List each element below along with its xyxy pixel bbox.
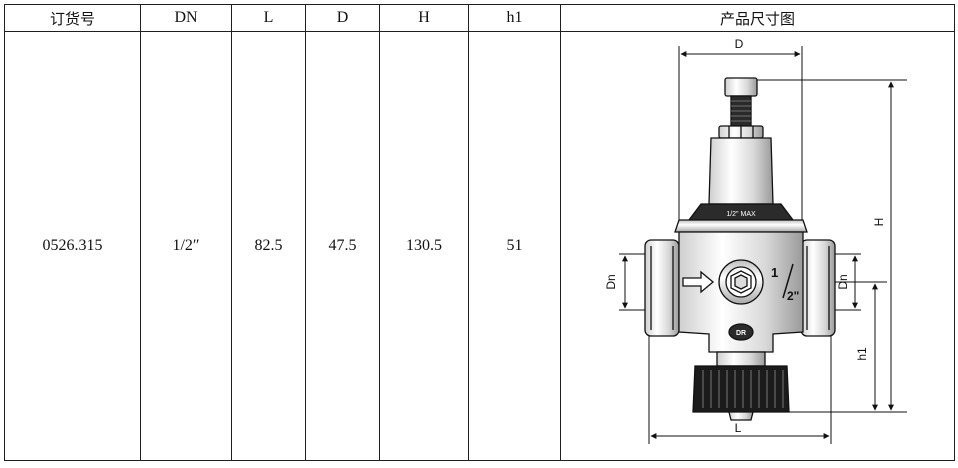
valve-dimension-drawing: D H h1 bbox=[604, 37, 907, 444]
label-d: D bbox=[735, 37, 744, 51]
size-mark-bottom: 2" bbox=[787, 289, 799, 303]
header-l: L bbox=[231, 4, 306, 32]
logo-badge: DR bbox=[736, 330, 746, 337]
table-row: 0526.315 1/2″ 82.5 47.5 130.5 51 bbox=[4, 31, 955, 461]
dimension-l: L bbox=[648, 332, 832, 444]
header-dn: DN bbox=[140, 4, 232, 32]
header-h: H bbox=[379, 4, 469, 32]
header-product-drawing: 产品尺寸图 bbox=[560, 4, 955, 32]
cell-h1: 51 bbox=[468, 31, 561, 461]
label-l: L bbox=[735, 421, 742, 435]
size-mark-top: 1 bbox=[771, 265, 778, 280]
label-dn-left: Dn bbox=[604, 274, 618, 289]
cell-order-no: 0526.315 bbox=[4, 31, 141, 461]
product-spec-table: 订货号 DN L D H h1 产品尺寸图 0526.315 1/2″ 82.5… bbox=[4, 4, 955, 461]
label-h: H bbox=[872, 218, 886, 227]
dimension-h1: h1 bbox=[829, 281, 887, 411]
header-order-no: 订货号 bbox=[4, 4, 141, 32]
header-row: 订货号 DN L D H h1 产品尺寸图 bbox=[4, 4, 955, 32]
cell-l: 82.5 bbox=[231, 31, 306, 461]
header-h1: h1 bbox=[468, 4, 561, 32]
dimension-h: H bbox=[751, 79, 907, 413]
label-h1: h1 bbox=[855, 347, 869, 361]
dimension-dn-left: Dn bbox=[604, 253, 657, 311]
cap-marking: 1/2" MAX bbox=[726, 211, 756, 218]
cell-d: 47.5 bbox=[305, 31, 380, 461]
label-dn-right: Dn bbox=[836, 274, 850, 289]
dimension-d: D bbox=[678, 37, 803, 242]
cell-dn: 1/2″ bbox=[140, 31, 232, 461]
cell-product-drawing: D H h1 bbox=[560, 31, 955, 461]
header-d: D bbox=[305, 4, 380, 32]
cell-h: 130.5 bbox=[379, 31, 469, 461]
valve-illustration: 1/2" MAX bbox=[644, 77, 836, 421]
